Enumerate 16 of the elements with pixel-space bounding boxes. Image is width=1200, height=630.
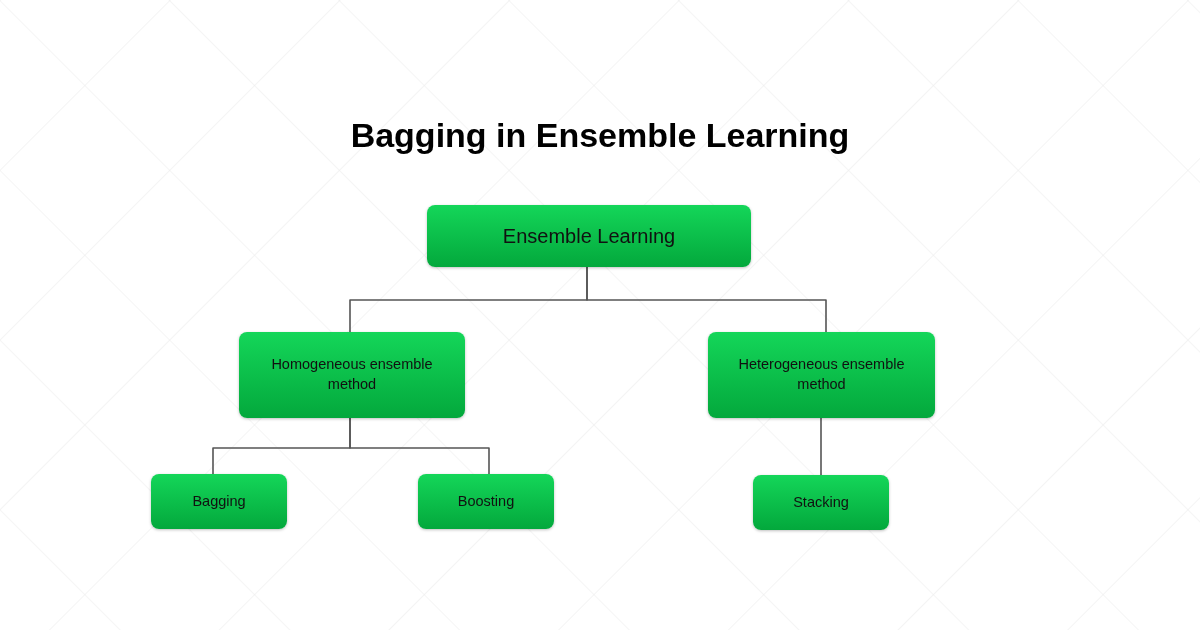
process-box <box>708 332 935 418</box>
node-label: Boosting <box>457 491 515 511</box>
node-label: Bagging <box>192 491 246 511</box>
connector-line <box>586 266 827 333</box>
node-label: Heterogeneous ensemble method <box>737 355 906 394</box>
connector-line <box>349 417 490 475</box>
node-label: Ensemble Learning <box>502 223 676 249</box>
process-box <box>418 474 554 529</box>
process-box <box>753 475 889 530</box>
diagram-title: Bagging in Ensemble Learning <box>349 115 851 156</box>
connector-line <box>820 417 822 476</box>
process-box <box>427 205 751 267</box>
process-box <box>151 474 287 529</box>
node-label: Stacking <box>793 492 849 512</box>
process-box <box>239 332 465 418</box>
node-label: Homogeneous ensemble method <box>270 355 434 394</box>
